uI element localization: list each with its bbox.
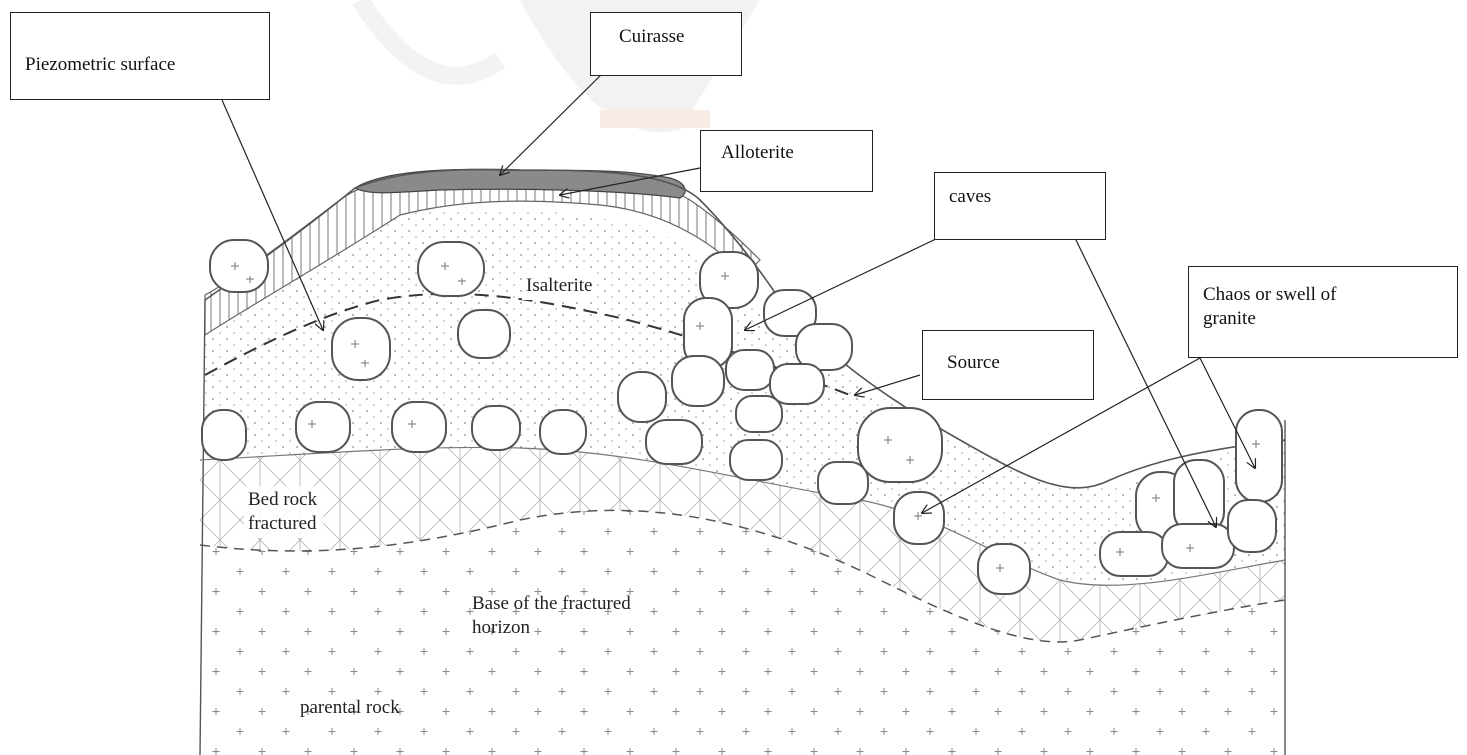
boulder bbox=[672, 356, 724, 406]
boulder bbox=[332, 318, 390, 380]
label-caves: caves bbox=[934, 172, 1106, 240]
boulder bbox=[392, 402, 446, 452]
boulder bbox=[978, 544, 1030, 594]
boulder bbox=[1174, 460, 1224, 534]
label-cuirasse: Cuirasse bbox=[590, 12, 742, 76]
boulder bbox=[1100, 532, 1168, 576]
label-base-fractured-horizon: Base of the fractured horizon bbox=[472, 592, 631, 640]
boulder bbox=[736, 396, 782, 432]
boulder bbox=[458, 310, 510, 358]
boulder bbox=[894, 492, 944, 544]
arrow-cuirasse bbox=[500, 68, 608, 175]
boulder bbox=[472, 406, 520, 450]
label-text: Bed rock bbox=[248, 488, 317, 512]
arrow-source bbox=[855, 375, 920, 395]
label-alloterite: Alloterite bbox=[700, 130, 873, 192]
label-text: granite bbox=[1203, 307, 1256, 331]
label-chaos-granite: Chaos or swell of granite bbox=[1188, 266, 1458, 358]
label-text: Chaos or swell of bbox=[1203, 283, 1337, 307]
boulder bbox=[770, 364, 824, 404]
label-text: Cuirasse bbox=[619, 25, 684, 49]
boulder bbox=[418, 242, 484, 296]
label-text: fractured bbox=[248, 512, 317, 536]
boulder bbox=[1236, 410, 1282, 502]
label-parental-rock: parental rock bbox=[300, 696, 400, 720]
label-text: Piezometric surface bbox=[25, 53, 175, 77]
label-text: Base of the fractured bbox=[472, 592, 631, 616]
boulder bbox=[1162, 524, 1234, 568]
label-isalterite: Isalterite bbox=[522, 272, 596, 300]
boulder bbox=[296, 402, 350, 452]
boulder bbox=[1228, 500, 1276, 552]
arrow-caves bbox=[745, 238, 938, 330]
boulder bbox=[646, 420, 702, 464]
boulder bbox=[540, 410, 586, 454]
label-bed-rock-fractured: Bed rock fractured bbox=[244, 486, 323, 538]
label-piezometric-surface: Piezometric surface bbox=[10, 12, 270, 100]
label-source: Source bbox=[922, 330, 1094, 400]
boulder bbox=[858, 408, 942, 482]
label-text: Alloterite bbox=[721, 141, 794, 165]
boulder bbox=[618, 372, 666, 422]
label-text: Source bbox=[947, 351, 1000, 375]
boulder bbox=[726, 350, 774, 390]
label-text: caves bbox=[949, 185, 991, 209]
label-text: horizon bbox=[472, 616, 631, 640]
boulder bbox=[818, 462, 868, 504]
boulder bbox=[730, 440, 782, 480]
boulder bbox=[202, 410, 246, 460]
